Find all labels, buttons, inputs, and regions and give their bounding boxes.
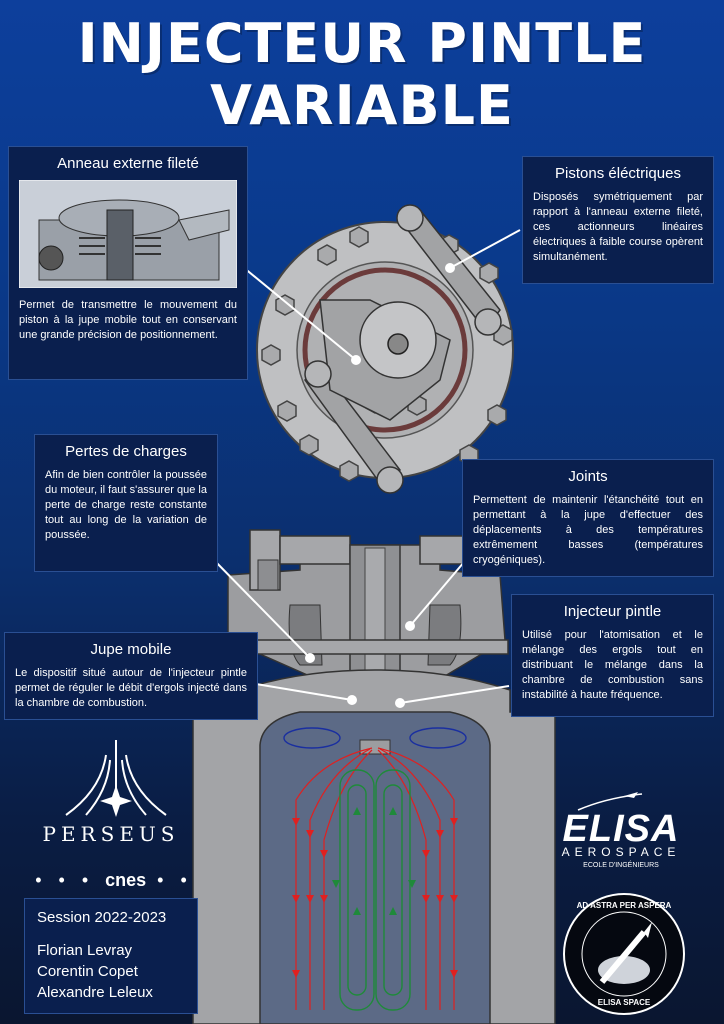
badge-motto: AD ASTRA PER ASPERA xyxy=(576,901,672,910)
ecole-label: ECOLE D'INGÉNIEURS xyxy=(583,862,659,869)
elisa-wordmark: ELISA xyxy=(562,808,680,850)
callout-pistons-text: Disposés symétriquement par rapport à l'… xyxy=(533,191,703,263)
callout-pertes: Pertes de charges Afin de bien contrôler… xyxy=(34,434,218,572)
elisa-space-badge-icon xyxy=(563,893,685,1015)
callout-anneau: Anneau externe fileté Permet de transmet… xyxy=(8,146,248,380)
callout-pistons: Pistons éléctriques Disposés symétriquem… xyxy=(522,156,714,284)
credits-box: Session 2022-2023 Florian Levray Corenti… xyxy=(24,898,198,1014)
author-3: Alexandre Leleux xyxy=(37,984,153,1001)
piston-assembly-top-view xyxy=(256,204,514,494)
author-1: Florian Levray xyxy=(37,942,133,959)
session-label: Session 2022-2023 xyxy=(37,909,167,926)
callout-jupe-text: Le dispositif situé autour de l'injecteu… xyxy=(15,667,247,709)
callout-anneau-text: Permet de transmettre le mouvement du pi… xyxy=(19,299,237,341)
callout-injecteur: Injecteur pintle Utilisé pour l'atomisat… xyxy=(511,594,714,717)
callout-jupe-heading: Jupe mobile xyxy=(90,641,172,658)
callout-joints-heading: Joints xyxy=(568,468,608,485)
perseus-logo-icon xyxy=(65,740,167,817)
callout-joints: Joints Permettent de maintenir l'étanché… xyxy=(462,459,714,577)
callout-jupe: Jupe mobile Le dispositif situé autour d… xyxy=(4,632,258,720)
callout-pertes-heading: Pertes de charges xyxy=(65,443,187,460)
callout-injecteur-text: Utilisé pour l'atomisation et le mélange… xyxy=(522,629,703,701)
injector-cross-section xyxy=(192,529,556,1024)
title-line-2: VARIABLE xyxy=(210,74,514,137)
callout-anneau-heading: Anneau externe fileté xyxy=(57,155,199,172)
callout-injecteur-heading: Injecteur pintle xyxy=(563,603,662,620)
threaded-ring-detail-image xyxy=(19,180,237,288)
cnes-wordmark: cnes xyxy=(105,870,147,890)
callout-joints-text: Permettent de maintenir l'étanchéité tou… xyxy=(473,494,703,566)
author-2: Corentin Copet xyxy=(37,963,138,980)
cnes-logo: • • • cnes • • • xyxy=(35,870,193,911)
callout-pistons-heading: Pistons éléctriques xyxy=(555,165,681,182)
aerospace-wordmark: AEROSPACE xyxy=(561,845,681,859)
callout-pertes-text: Afin de bien contrôler la poussée du mot… xyxy=(45,469,207,541)
badge-name: ELISA SPACE xyxy=(597,998,651,1007)
title-line-1: INJECTEUR PINTLE xyxy=(77,12,647,75)
perseus-wordmark: PERSEUS xyxy=(42,822,180,846)
plane-icon xyxy=(577,792,643,811)
